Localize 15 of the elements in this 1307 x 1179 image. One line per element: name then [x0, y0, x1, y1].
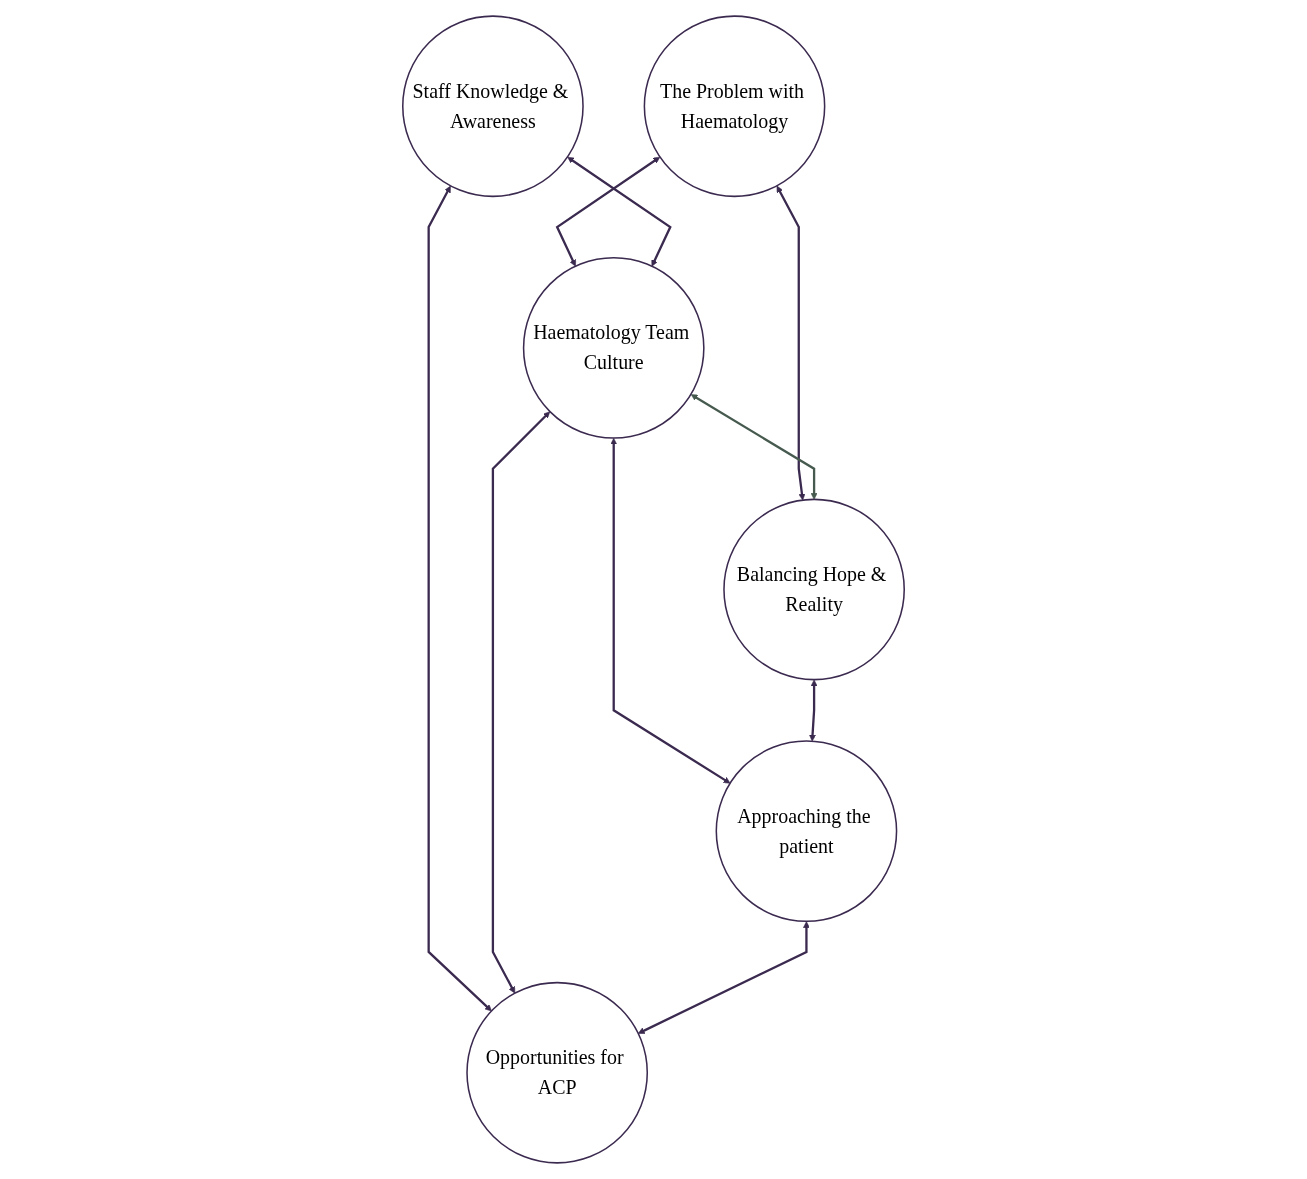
node-circle: Opportunities for ACP	[466, 981, 649, 1164]
arrow	[637, 921, 810, 1034]
node-circle: Approaching the patient	[715, 740, 898, 922]
node-circle: Balancing Hope & Reality	[723, 498, 905, 681]
arrow	[690, 394, 818, 500]
arrow	[427, 185, 492, 1012]
arrow	[776, 185, 806, 501]
node-circle: The Problem with Haematology	[643, 15, 826, 198]
arrow	[809, 679, 818, 742]
node-circle: Haematology Team Culture	[522, 257, 705, 439]
arrow	[610, 438, 731, 784]
arrow	[491, 411, 551, 994]
node-circle: Staff Knowledge & Awareness	[402, 15, 584, 198]
arrow	[567, 156, 672, 267]
arrow	[555, 156, 661, 267]
